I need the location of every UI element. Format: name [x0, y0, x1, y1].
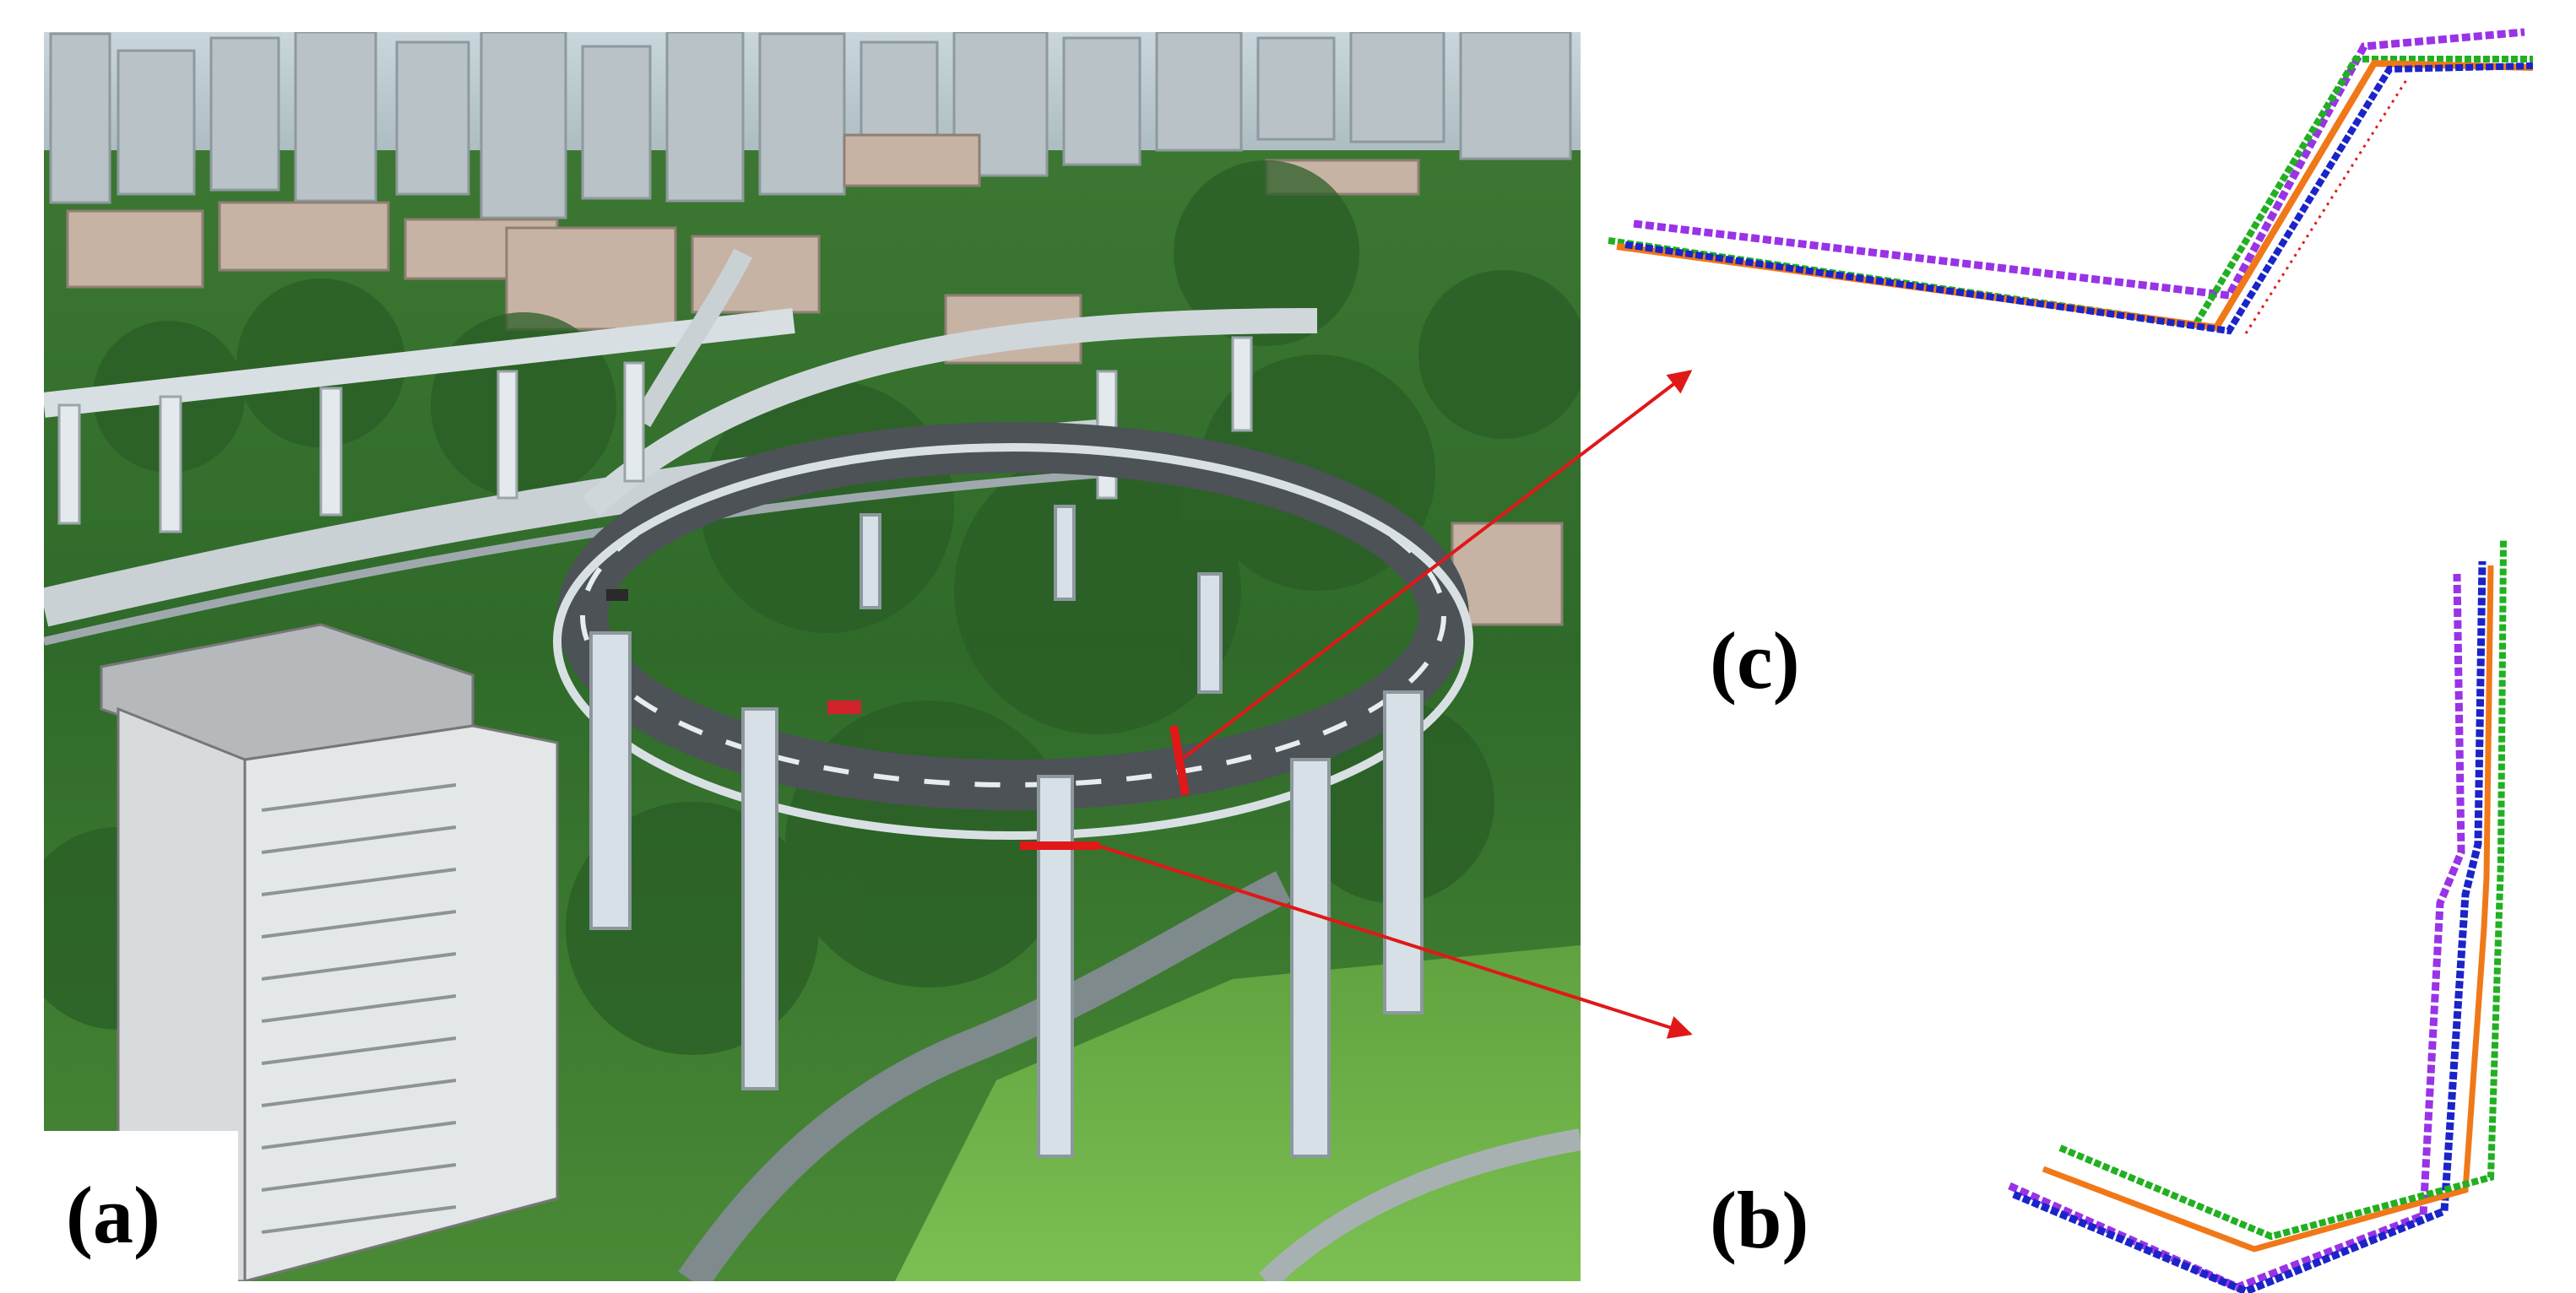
series-orange-c	[1616, 59, 2534, 332]
section-marker-c	[1169, 725, 1190, 796]
series-orange-b	[2042, 565, 2494, 1252]
series-green-c	[1608, 56, 2533, 329]
car	[606, 589, 628, 601]
ground-road	[678, 871, 1291, 1281]
panel-b-point-cloud	[2008, 539, 2507, 1293]
series-purple-c	[1633, 28, 2525, 300]
ring-piers	[589, 505, 1424, 1158]
label-a-background	[44, 1131, 238, 1281]
panel-c-point-cloud	[1608, 28, 2534, 335]
panel-a-aerial-photo	[44, 32, 1581, 1281]
series-purple-b	[2008, 573, 2465, 1291]
series-blue-b	[2012, 560, 2487, 1293]
side-road	[1258, 1128, 1581, 1281]
panel-label-b: (b)	[1710, 1175, 1809, 1265]
car	[827, 701, 861, 714]
panel-label-c: (c)	[1710, 615, 1800, 706]
panel-label-a: (a)	[66, 1170, 160, 1260]
series-green-b	[2058, 539, 2507, 1241]
spiral-ring-ramp	[553, 422, 1473, 840]
arrow-to-panel-b	[1097, 844, 1693, 1039]
arrow-to-panel-c	[1182, 370, 1693, 760]
series-red-c	[2244, 79, 2408, 334]
series-blue-c	[1624, 62, 2534, 335]
low-rise-buildings	[66, 133, 1564, 626]
